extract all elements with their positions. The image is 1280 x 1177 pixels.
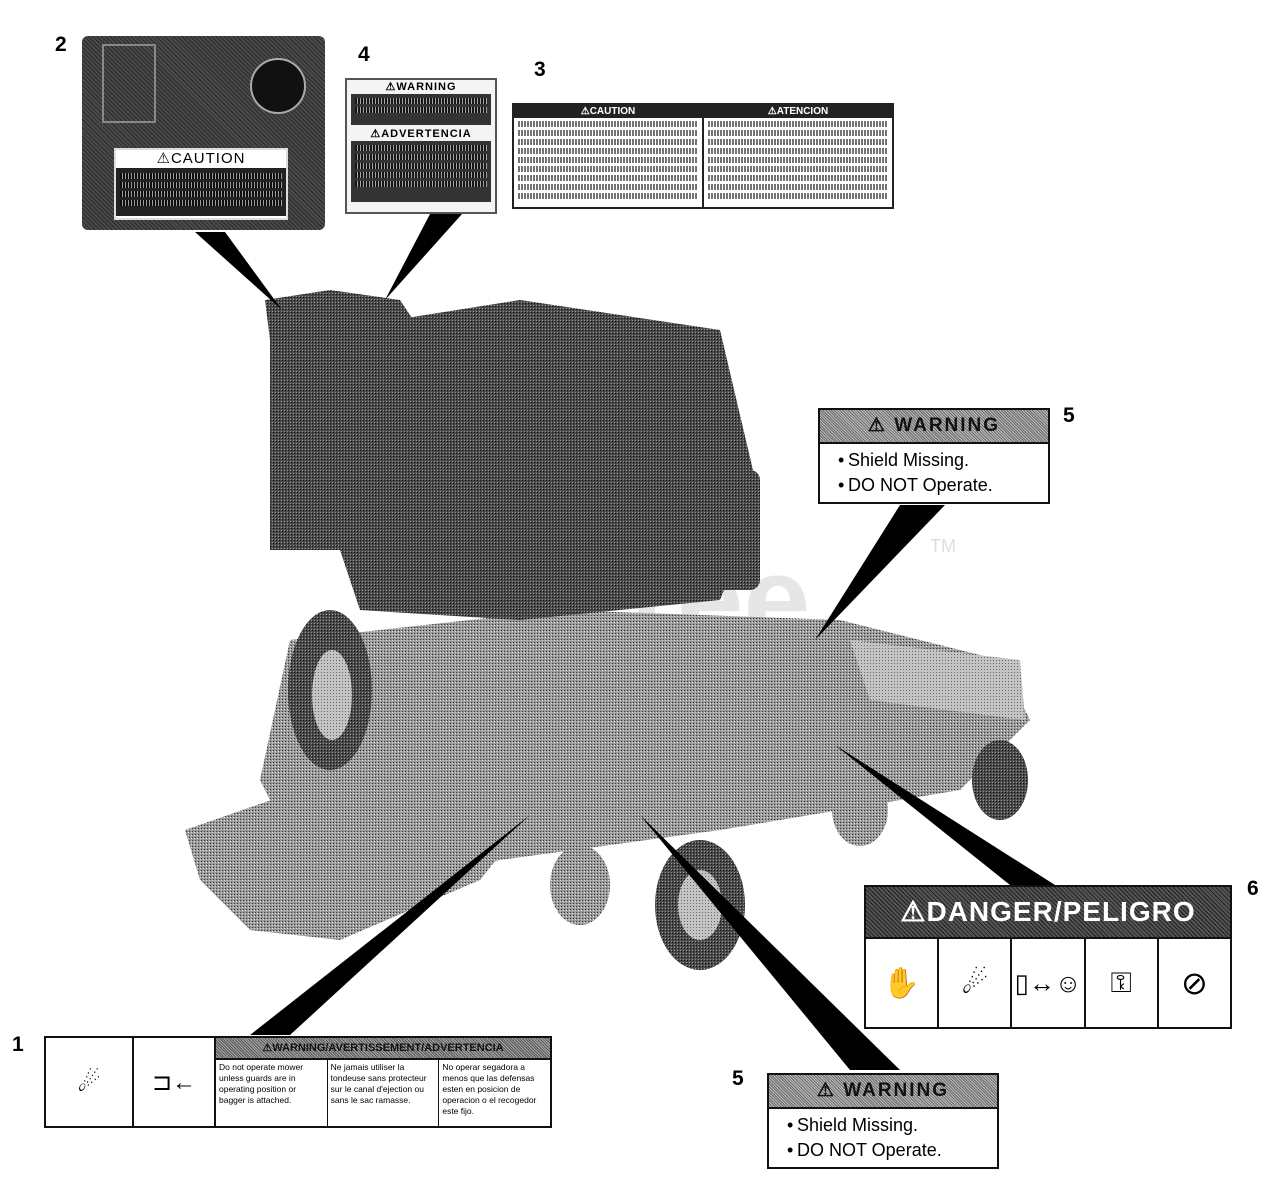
pictogram-row: ✋ ☄ ▯↔☺ ⚿ ⊘ [866, 939, 1230, 1027]
english-text: Do not operate mower unless guards are i… [216, 1060, 328, 1126]
caster-wheel-3 [832, 774, 888, 846]
hand-blade-icon: ✋ [866, 939, 940, 1027]
decal-warning-trilingual: ☄ ⊐← ⚠WARNING/AVERTISSEMENT/ADVERTENCIA … [44, 1036, 552, 1128]
warning-triangle-icon: ⚠ [385, 81, 397, 93]
trilingual-header: ⚠WARNING/AVERTISSEMENT/ADVERTENCIA [216, 1038, 550, 1060]
callout-2: 2 [55, 33, 67, 56]
warning-triangle-icon: ⚠ [767, 106, 777, 117]
callout-1: 1 [12, 1033, 24, 1056]
warning-triangle-icon: ⚠ [262, 1042, 273, 1054]
warning-triangle-icon: ⚠ [580, 106, 590, 117]
decal-warning-advertencia: ⚠WARNING ⚠ADVERTENCIA [345, 78, 497, 214]
warning-triangle-icon: ⚠ [816, 1080, 844, 1101]
callout-5-right: 5 [1063, 404, 1075, 427]
leader-label-5-right [815, 505, 945, 640]
warning-line-1: Shield Missing. [820, 450, 1048, 471]
warning-header: ⚠ WARNING [820, 410, 1048, 444]
callout-4: 4 [358, 43, 370, 66]
warning-header: ⚠ WARNING [769, 1075, 997, 1109]
callout-3: 3 [534, 58, 546, 81]
warning-triangle-icon: ⚠ [156, 150, 171, 167]
warning-triangle-icon: ⚠ [867, 415, 895, 436]
caster-wheel-4 [972, 740, 1028, 820]
french-text: Ne jamais utiliser la tondeuse sans prot… [328, 1060, 440, 1126]
warning-triangle-icon: ⚠ [370, 128, 382, 140]
leader-label-2 [195, 232, 282, 310]
pictogram-thrown-object-icon: ☄ [46, 1038, 134, 1126]
decal-danger-peligro: ⚠DANGER/PELIGRO ✋ ☄ ▯↔☺ ⚿ ⊘ [864, 885, 1232, 1029]
thrown-object-icon: ☄ [939, 939, 1013, 1027]
callout-6: 6 [1247, 877, 1259, 900]
keep-distance-icon: ▯↔☺ [1012, 939, 1086, 1027]
throttle-panel [102, 44, 156, 123]
decal-shield-missing-right: ⚠ WARNING Shield Missing. DO NOT Operate… [818, 408, 1050, 504]
pictogram-chute-icon: ⊐← [134, 1038, 216, 1126]
decal-shield-missing-bottom: ⚠ WARNING Shield Missing. DO NOT Operate… [767, 1073, 999, 1169]
leader-label-1 [250, 815, 530, 1035]
decal-control-panel: ⚠CAUTION [82, 36, 325, 230]
discharge-chute [185, 790, 520, 940]
no-hands-icon: ⊘ [1181, 965, 1208, 1001]
warning-line-2: DO NOT Operate. [769, 1140, 997, 1161]
danger-header: ⚠DANGER/PELIGRO [866, 887, 1230, 939]
caster-wheel-2 [550, 845, 610, 925]
watermark-tm: TM [930, 536, 956, 556]
callout-5-bottom: 5 [732, 1067, 744, 1090]
engine [330, 300, 760, 620]
leader-label-5-bottom [640, 815, 900, 1070]
atencion-column: ⚠ATENCION [704, 105, 892, 207]
warning-text-area: ⚠WARNING/AVERTISSEMENT/ADVERTENCIA Do no… [216, 1038, 550, 1126]
decal-caution-atencion: ⚠CAUTION ⚠ATENCION [512, 103, 894, 209]
warning-line-2: DO NOT Operate. [820, 475, 1048, 496]
leader-label-6 [835, 745, 1055, 885]
leader-label-4 [385, 214, 462, 300]
caution-header: ⚠CAUTION [156, 150, 246, 167]
warning-header: ⚠WARNING [385, 81, 457, 93]
control-tower [270, 330, 360, 550]
remove-key-manual-icon: ⚿ [1086, 939, 1159, 1027]
warning-triangle-icon: ⚠ [900, 896, 927, 927]
caution-box: ⚠CAUTION [114, 148, 288, 220]
spanish-text: No operar segadora a menos que las defen… [442, 1062, 537, 1116]
air-filter [690, 470, 760, 590]
ignition-circle [250, 58, 306, 114]
caution-column: ⚠CAUTION [514, 105, 704, 207]
warning-line-1: Shield Missing. [769, 1115, 997, 1136]
advertencia-header: ⚠ADVERTENCIA [370, 128, 472, 140]
